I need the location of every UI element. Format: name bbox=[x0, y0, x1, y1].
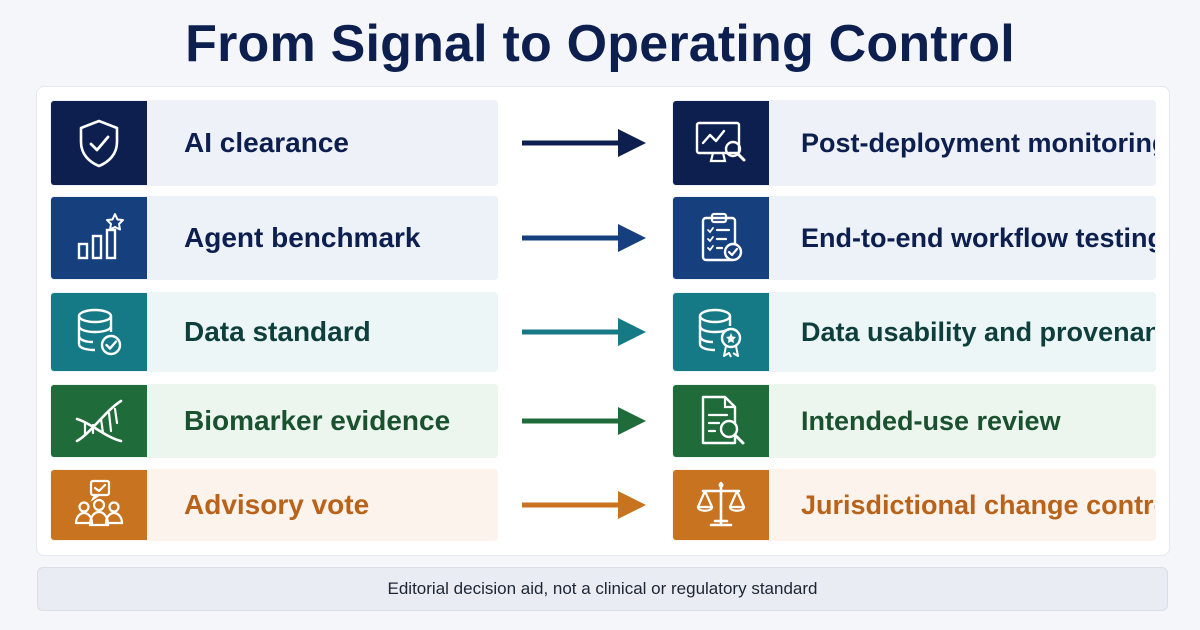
right-arrow-icon bbox=[522, 491, 646, 519]
signal-card: Agent benchmark bbox=[50, 196, 498, 280]
signal-card: Advisory vote bbox=[50, 469, 498, 541]
dna-icon bbox=[51, 385, 147, 457]
control-card: Intended-use review bbox=[672, 384, 1156, 458]
mapping-row: AI clearance Post-deployment monitoring bbox=[0, 100, 1200, 186]
control-label: End-to-end workflow testing bbox=[801, 222, 1156, 253]
page-title: From Signal to Operating Control bbox=[185, 15, 1015, 73]
right-arrow-icon bbox=[522, 129, 646, 157]
right-arrow-icon bbox=[522, 224, 646, 252]
people-vote-icon bbox=[51, 470, 147, 540]
database-badge-icon bbox=[673, 293, 769, 371]
shield-check-icon bbox=[51, 101, 147, 185]
control-label: Jurisdictional change control bbox=[801, 489, 1156, 520]
control-label: Post-deployment monitoring bbox=[801, 127, 1156, 158]
signal-label: Agent benchmark bbox=[184, 222, 421, 253]
clipboard-check-icon bbox=[673, 197, 769, 279]
signal-label: Biomarker evidence bbox=[184, 405, 451, 436]
database-check-icon bbox=[51, 293, 147, 371]
signal-label: Advisory vote bbox=[184, 489, 370, 520]
control-card: Jurisdictional change control bbox=[672, 469, 1156, 541]
control-card: Data usability and provenance bbox=[672, 292, 1156, 372]
document-search-icon bbox=[673, 385, 769, 457]
control-card: End-to-end workflow testing bbox=[672, 196, 1156, 280]
control-label: Intended-use review bbox=[801, 405, 1061, 436]
right-arrow-icon bbox=[522, 407, 646, 435]
signal-card: Data standard bbox=[50, 292, 498, 372]
signal-label: AI clearance bbox=[184, 127, 349, 158]
mapping-row: Agent benchmark End-to-end workflow testi… bbox=[0, 196, 1200, 282]
signal-card: AI clearance bbox=[50, 100, 498, 186]
footer-note: Editorial decision aid, not a clinical o… bbox=[37, 567, 1168, 611]
mapping-row: Data standard Data usability and provenan… bbox=[0, 292, 1200, 378]
right-arrow-icon bbox=[522, 318, 646, 346]
mapping-row: Biomarker evidence Intended-use review bbox=[0, 384, 1200, 470]
bar-chart-star-icon bbox=[51, 197, 147, 279]
control-card: Post-deployment monitoring bbox=[672, 100, 1156, 186]
monitor-chart-search-icon bbox=[673, 101, 769, 185]
mapping-row: Advisory vote Jurisdictional change contr… bbox=[0, 469, 1200, 555]
signal-label: Data standard bbox=[184, 316, 371, 347]
signal-card: Biomarker evidence bbox=[50, 384, 498, 458]
control-label: Data usability and provenance bbox=[801, 316, 1156, 347]
scales-icon bbox=[673, 470, 769, 540]
